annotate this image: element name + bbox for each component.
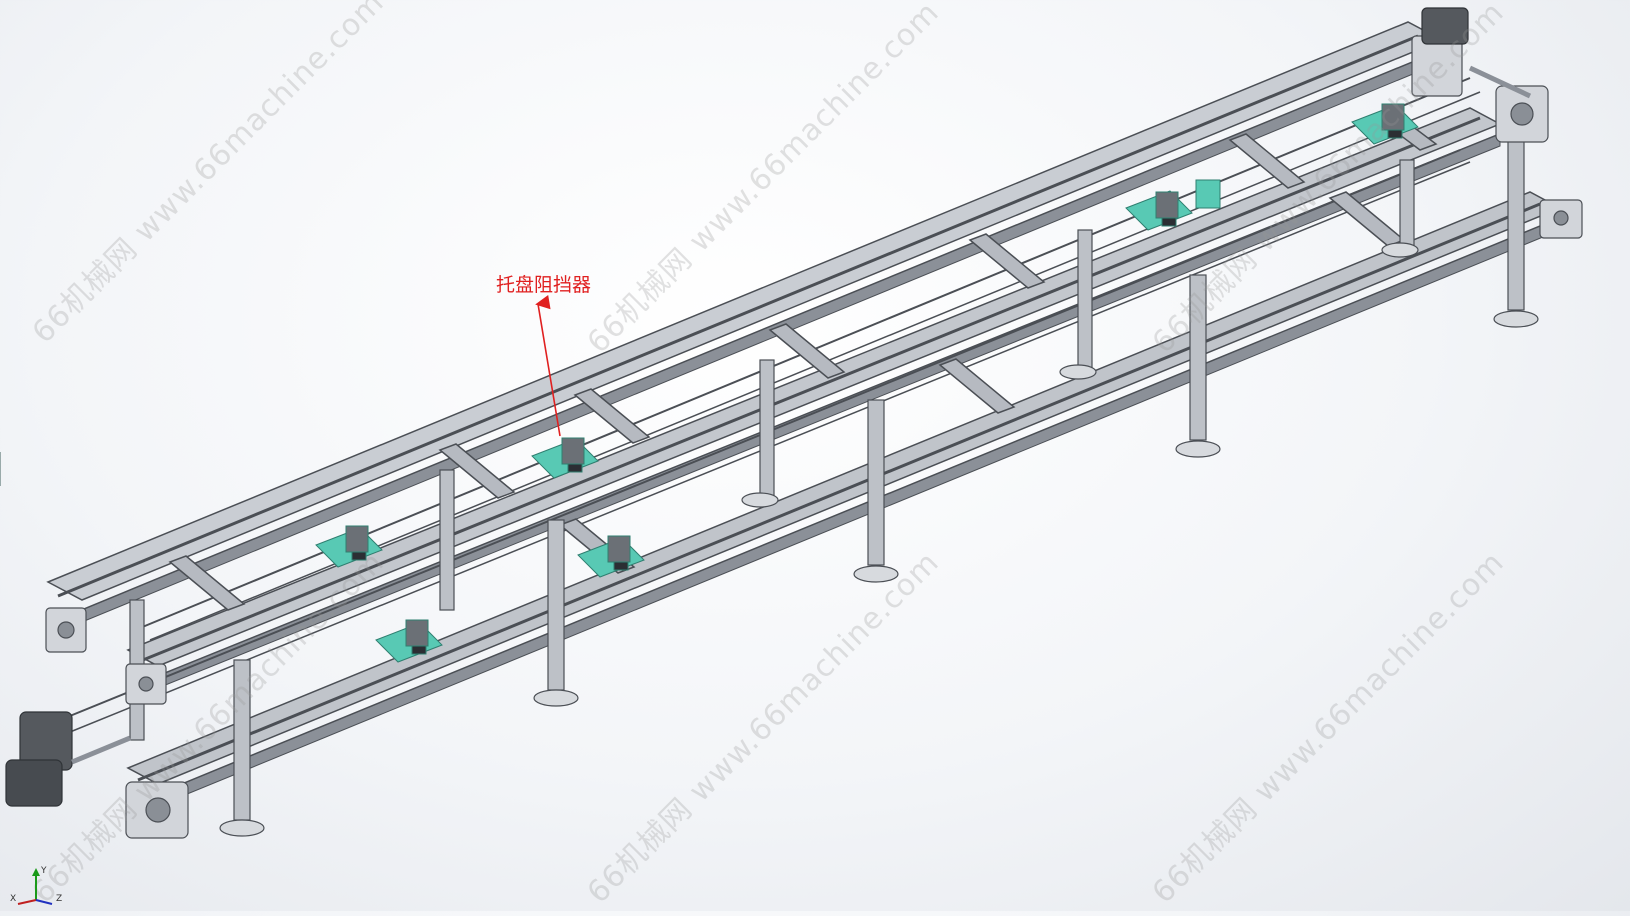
- end-plates: [45, 35, 1583, 839]
- tray-stoppers: [315, 103, 1419, 663]
- tray-stopper-7: [1195, 179, 1221, 209]
- tray-stopper-3: [531, 437, 599, 479]
- tray-stopper-1: [315, 525, 383, 568]
- leveling-feet: [219, 242, 1539, 837]
- drive-motors: [5, 7, 1532, 807]
- drive-motor-back: [1421, 7, 1532, 99]
- tray-stopper-6: [1351, 103, 1419, 145]
- viewport-edge-tick: [0, 452, 4, 486]
- callout-arrow-icon: [535, 295, 561, 437]
- triad-x-label: X: [10, 894, 17, 904]
- triad-y-label: Y: [41, 866, 47, 876]
- triad-z-label: Z: [56, 894, 63, 904]
- drive-motor-front: [5, 711, 131, 807]
- tray-stopper-callout-label: 托盘阻挡器: [496, 274, 592, 296]
- tray-stopper-2: [375, 619, 443, 663]
- tray-stopper-5: [1125, 190, 1193, 231]
- coordinate-triad-icon: X Y Z: [6, 866, 66, 906]
- middle-conveyor-track: [59, 107, 1502, 733]
- support-legs: [129, 139, 1525, 821]
- tray-stopper-4: [577, 535, 645, 578]
